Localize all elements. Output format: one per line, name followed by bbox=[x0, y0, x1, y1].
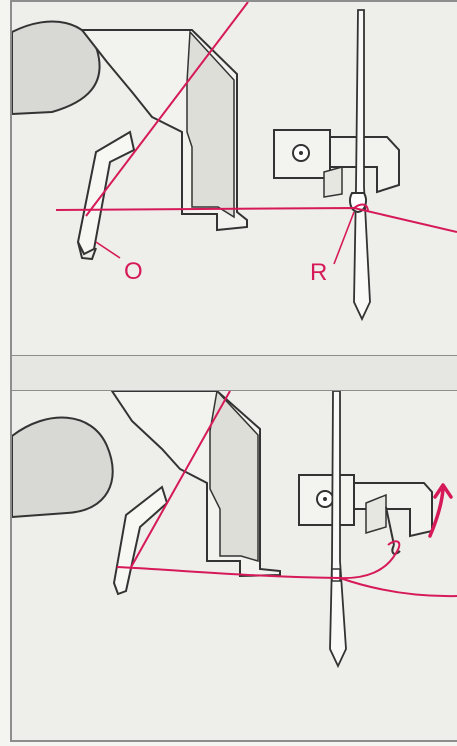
needle-eye-lower bbox=[331, 568, 341, 582]
hook-callout-line bbox=[95, 241, 121, 259]
hook-arm-lower bbox=[112, 485, 169, 596]
bottom-diagram-panel bbox=[10, 390, 457, 742]
hook-lever-lower bbox=[385, 506, 401, 555]
thread-top-diagonal bbox=[85, 2, 249, 217]
curved-up-arrow-icon bbox=[428, 487, 445, 538]
clamp-screw-center-icon bbox=[299, 151, 303, 155]
machine-arm-shadow-lower bbox=[12, 416, 114, 519]
clamp-screw-center-lower-icon bbox=[323, 497, 327, 501]
hook-tip bbox=[77, 241, 97, 261]
curved-up-arrow-head bbox=[433, 483, 453, 499]
top-diagram-panel: O R bbox=[10, 0, 457, 356]
thread-lower-loop bbox=[116, 540, 401, 580]
presser-foot-lower bbox=[365, 493, 387, 535]
thread-lower-diagonal bbox=[129, 391, 231, 570]
presser-foot-bracket bbox=[323, 166, 343, 198]
hook-arm bbox=[76, 130, 136, 256]
thread-lower-right bbox=[339, 577, 457, 598]
hook-label-o: O bbox=[124, 258, 143, 285]
thread-top-horizontal bbox=[55, 206, 457, 233]
machine-front-block-lower bbox=[209, 391, 259, 563]
machine-front-block bbox=[186, 30, 235, 219]
top-threading-illustration bbox=[12, 2, 457, 322]
needle-eye-label-r: R bbox=[310, 259, 328, 286]
bottom-threading-illustration bbox=[12, 391, 457, 669]
presser-bar-lower bbox=[353, 482, 433, 538]
eye-callout-line bbox=[333, 211, 355, 265]
panel-divider bbox=[10, 356, 457, 390]
thread-through-needle bbox=[353, 203, 369, 213]
needle-lower bbox=[329, 391, 347, 669]
